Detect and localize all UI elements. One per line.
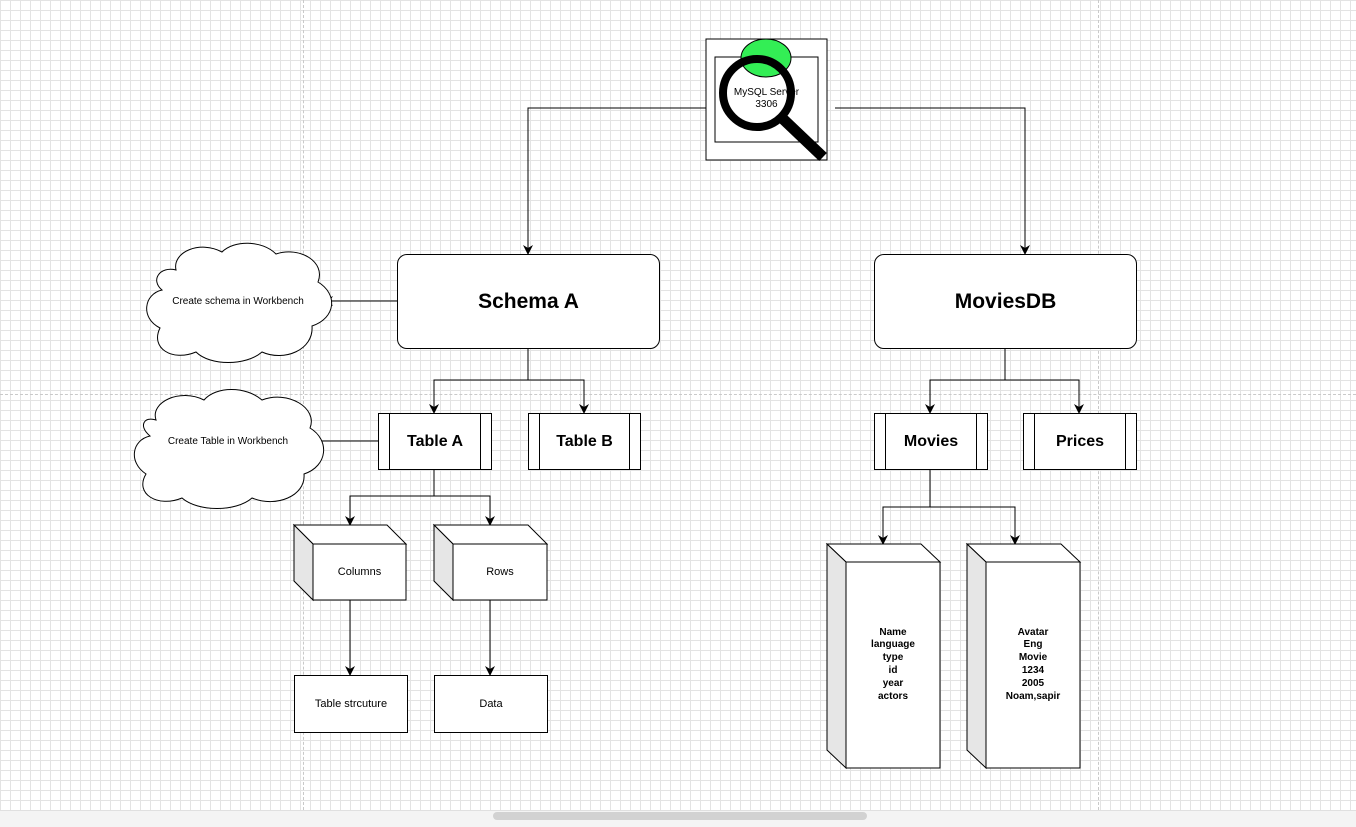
server-label: MySQL Server 3306	[716, 87, 817, 111]
page-break-horizontal	[0, 394, 1356, 395]
rows-label: Rows	[486, 566, 514, 578]
table-structure-node[interactable]: Table strcuture	[294, 675, 408, 733]
connector-movies-row	[930, 506, 1020, 545]
value-item: Eng	[1023, 639, 1043, 651]
connector-table-a-columns	[345, 469, 435, 526]
moviesdb-label: MoviesDB	[954, 289, 1057, 313]
movies-table-label: Movies	[903, 432, 959, 450]
connector-server-schema-a	[523, 107, 706, 255]
connector-movies-fields	[878, 469, 931, 545]
table-a-node[interactable]: Table A	[378, 413, 492, 470]
movie-fields-list[interactable]: Name language type id year actors	[846, 562, 940, 768]
value-item: 2005	[1021, 677, 1045, 689]
table-b-label: Table B	[556, 432, 613, 450]
movie-row-cube	[965, 542, 1082, 770]
field-item: actors	[877, 690, 908, 702]
table-a-label: Table A	[406, 432, 463, 450]
field-item: id	[888, 665, 898, 676]
horizontal-scrollbar-thumb[interactable]	[493, 812, 867, 820]
moviesdb-node[interactable]: MoviesDB	[874, 254, 1137, 349]
connector-schema-a-table-b	[528, 379, 589, 414]
server-port: 3306	[755, 99, 778, 110]
movies-table-node[interactable]: Movies	[874, 413, 988, 470]
value-item: Avatar	[1017, 626, 1049, 638]
field-item: Name	[879, 626, 907, 638]
connector-schema-a-table-a	[429, 348, 529, 414]
field-item: type	[882, 652, 904, 664]
connector-server-moviesdb	[835, 107, 1030, 255]
value-item: Movie	[1018, 652, 1048, 664]
create-schema-note: Create schema in Workbench	[172, 295, 304, 307]
movie-fields-cube	[825, 542, 942, 770]
table-structure-label: Table strcuture	[314, 698, 388, 710]
connector-table-a-rows	[434, 495, 495, 526]
connector-moviesdb-prices	[1005, 379, 1084, 414]
connector-moviesdb-movies	[925, 348, 1006, 414]
value-item: Noam,sapir	[1005, 690, 1061, 702]
page-break-vertical	[303, 0, 304, 810]
server-name: MySQL Server	[733, 87, 800, 98]
rows-cube	[432, 523, 549, 602]
field-item: year	[882, 677, 904, 689]
columns-label: Columns	[337, 566, 382, 578]
data-label: Data	[479, 698, 503, 710]
create-table-cloud	[134, 389, 325, 509]
value-item: 1234	[1021, 665, 1045, 676]
data-node[interactable]: Data	[434, 675, 548, 733]
movie-row-values[interactable]: Avatar Eng Movie 1234 2005 Noam,sapir	[986, 562, 1080, 768]
schema-a-label: Schema A	[478, 289, 579, 313]
prices-table-node[interactable]: Prices	[1023, 413, 1137, 470]
columns-cube	[292, 523, 408, 602]
create-table-note: Create Table in Workbench	[167, 435, 289, 447]
table-b-node[interactable]: Table B	[528, 413, 641, 470]
schema-a-node[interactable]: Schema A	[397, 254, 660, 349]
prices-table-label: Prices	[1055, 432, 1105, 450]
page-break-vertical	[1098, 0, 1099, 810]
field-item: language	[871, 639, 915, 651]
